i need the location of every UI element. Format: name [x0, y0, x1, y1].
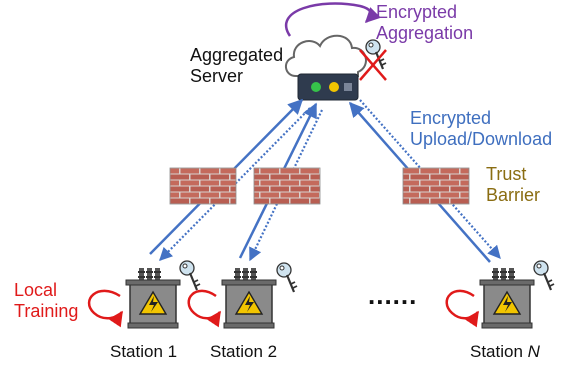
local-training-arrow-n — [445, 289, 480, 328]
ellipsis: ...... — [368, 280, 418, 310]
local-training-label-line1: Local — [14, 280, 58, 300]
aggregation-label-line2: Aggregation — [376, 22, 474, 43]
server-label-line2: Server — [190, 65, 244, 86]
station-n-label: Station N — [470, 342, 540, 362]
local-training-arrow-1 — [87, 289, 124, 328]
aggregation-loop-arrow — [284, 2, 381, 37]
trust-barrier-label-line1: Trust — [486, 164, 527, 184]
server-label-line1: Aggregated — [190, 45, 284, 65]
server-label: Aggregated Server — [190, 45, 283, 86]
station-n-variable: N — [527, 342, 540, 361]
firewall-icon-1 — [169, 167, 237, 205]
key-icon-n — [532, 259, 556, 292]
transformer-icon-n — [479, 267, 535, 329]
firewall-icon-3 — [402, 167, 470, 205]
local-training-arrow-2 — [187, 289, 222, 328]
local-training-label: Local Training — [14, 280, 78, 321]
transformer-icon-1 — [125, 267, 181, 329]
transformer-icon-2 — [221, 267, 277, 329]
station-2-label: Station 2 — [210, 342, 278, 361]
transfer-label-line2: Upload/Download — [410, 128, 553, 149]
aggregation-label-line1: Encrypted — [376, 2, 458, 22]
key-icon-1 — [178, 259, 202, 292]
trust-barrier-label-line2: Barrier — [486, 184, 541, 205]
station-n-prefix: Station — [470, 342, 528, 361]
station-1-label: Station 1 — [110, 342, 178, 361]
server-icon — [297, 73, 359, 101]
firewall-icon-2 — [253, 167, 321, 205]
trust-barrier-label: Trust Barrier — [486, 164, 540, 205]
local-training-label-line2: Training — [14, 300, 79, 321]
aggregation-label: Encrypted Aggregation — [376, 2, 473, 43]
transfer-label-line1: Encrypted — [410, 108, 492, 128]
transfer-label: Encrypted Upload/Download — [410, 108, 552, 149]
key-icon-2 — [275, 261, 299, 294]
cloud-icon — [285, 34, 367, 77]
